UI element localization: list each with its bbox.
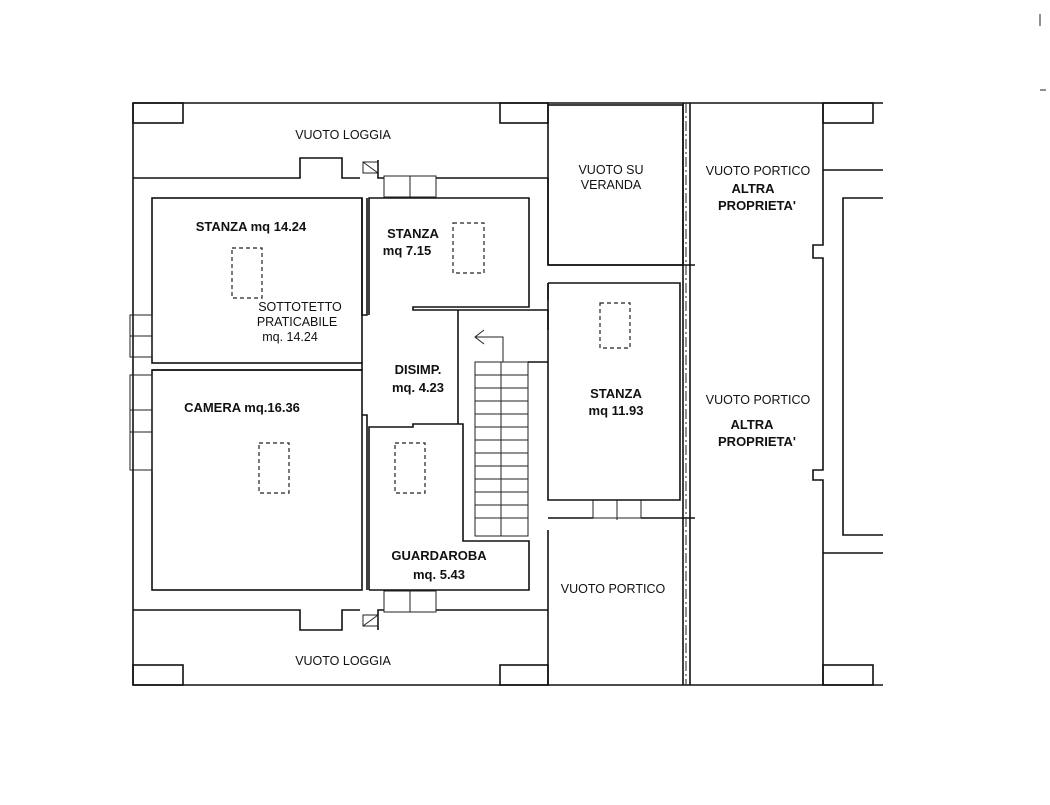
label-sottotetto: mq. 14.24	[262, 330, 318, 344]
stair-arrow-icon	[475, 336, 504, 362]
label-portico: VUOTO PORTICO	[706, 393, 811, 407]
label-camera: CAMERA mq.16.36	[184, 400, 300, 415]
skylight	[231, 247, 263, 299]
label-veranda: VERANDA	[581, 178, 642, 192]
label-stanza-7: STANZA	[387, 226, 439, 241]
staircase	[474, 329, 548, 537]
label-stanza-11: STANZA	[590, 386, 642, 401]
skylight	[258, 442, 290, 494]
label-guardaroba: mq. 5.43	[413, 567, 465, 582]
label-sottotetto: SOTTOTETTO	[258, 300, 342, 314]
label-altra-proprieta: ALTRA	[731, 181, 775, 196]
label-altra-proprieta: PROPRIETA'	[718, 198, 796, 213]
label-stanza-11: mq 11.93	[589, 403, 644, 418]
room-labels: VUOTO LOGGIA VUOTO LOGGIA STANZA mq 14.2…	[184, 128, 810, 668]
label-disimp: mq. 4.23	[392, 380, 444, 395]
label-portico: VUOTO PORTICO	[706, 164, 811, 178]
label-stanza-14: STANZA mq 14.24	[196, 219, 307, 234]
skylight	[452, 222, 485, 274]
label-loggia-top: VUOTO LOGGIA	[295, 128, 391, 142]
label-altra-proprieta: PROPRIETA'	[718, 434, 796, 449]
window	[129, 374, 153, 471]
skylight	[599, 302, 631, 349]
room-stanza-11	[547, 282, 681, 501]
label-sottotetto: PRATICABILE	[257, 315, 337, 329]
label-disimp: DISIMP.	[395, 362, 442, 377]
walls	[129, 14, 1046, 686]
label-portico-lower: VUOTO PORTICO	[561, 582, 666, 596]
label-stanza-7: mq 7.15	[383, 243, 431, 258]
chimney-icon	[362, 614, 379, 627]
chimney-icon	[362, 161, 379, 174]
skylight	[394, 442, 426, 494]
label-guardaroba: GUARDAROBA	[391, 548, 487, 563]
room-camera	[151, 369, 363, 591]
label-loggia-bottom: VUOTO LOGGIA	[295, 654, 391, 668]
label-altra-proprieta: ALTRA	[730, 417, 774, 432]
label-veranda: VUOTO SU	[578, 163, 643, 177]
